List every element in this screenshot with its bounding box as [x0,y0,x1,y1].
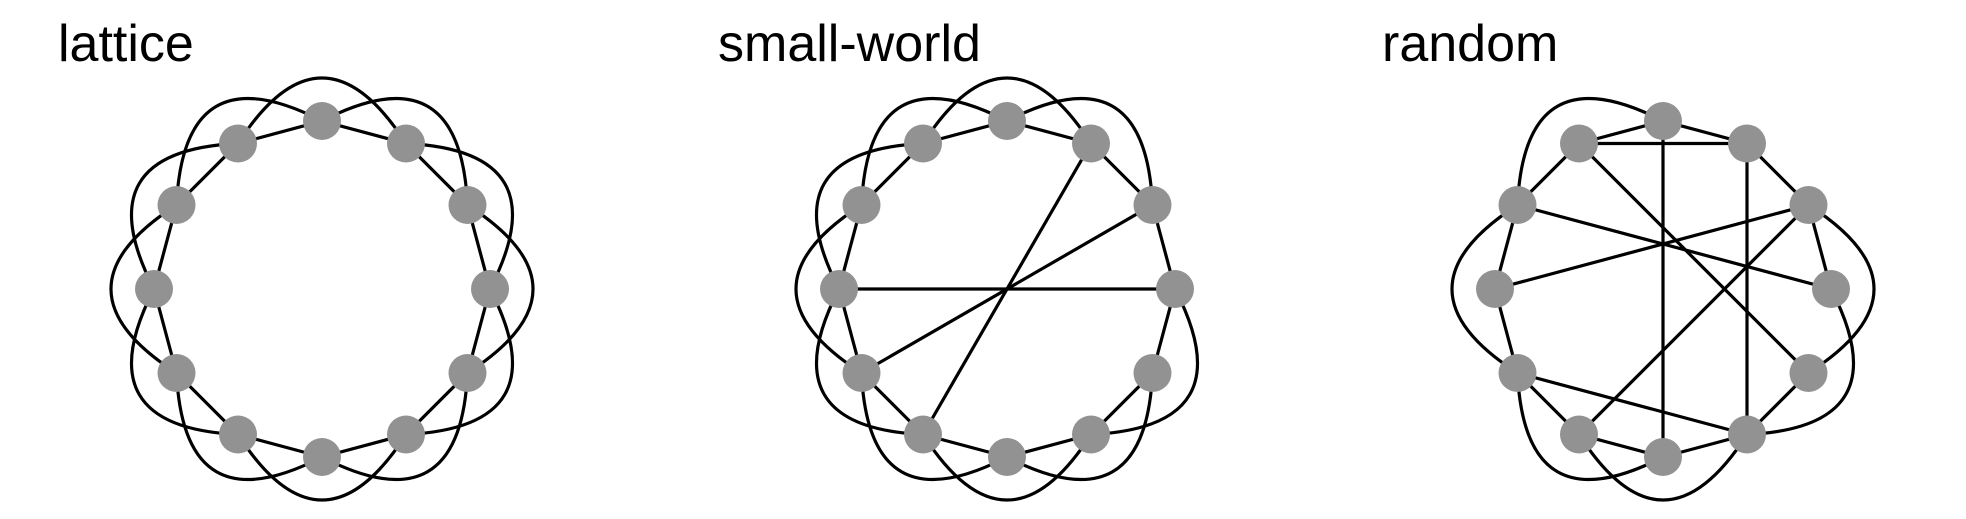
node-1 [1072,124,1110,163]
edge-1-3 [405,141,515,290]
node-10 [157,186,196,224]
edge-9-11 [129,141,239,290]
panel-title-small-world: small-world [718,15,981,73]
edge-7-9 [814,288,924,437]
node-0 [303,102,341,140]
node-2 [1133,186,1172,224]
edge-11-1 [921,76,1093,145]
edge-10-0 [859,96,1008,206]
node-1 [1728,124,1766,163]
node-2 [1789,186,1828,224]
node-1 [387,124,425,163]
node-7 [1560,415,1598,454]
edge-5-7 [921,433,1093,502]
edge-2-7 [1577,203,1810,436]
edge-4-6 [321,372,470,482]
edge-3-5 [1746,288,1856,437]
edge-6-8 [1515,372,1664,482]
node-7 [904,415,942,454]
node-8 [157,354,196,392]
edge-7-9 [129,288,239,437]
node-11 [219,124,257,163]
node-3 [1156,270,1194,308]
node-0 [1644,102,1682,140]
edge-5-7 [1577,433,1749,502]
node-5 [1072,415,1110,454]
node-4 [1789,354,1828,392]
edge-5-7 [236,433,408,502]
edge-11-4 [1577,142,1810,375]
panel-lattice: lattice [0,0,655,519]
node-2 [448,186,487,224]
edge-8-10 [1450,203,1519,375]
edge-8-10 [794,203,863,375]
node-11 [904,124,942,163]
graph-lattice [109,76,535,502]
node-10 [842,186,881,224]
node-8 [1498,354,1537,392]
node-5 [1728,415,1766,454]
edge-2-9 [1494,203,1809,291]
node-5 [387,415,425,454]
node-4 [448,354,487,392]
edge-3-5 [405,288,515,437]
edge-8-10 [109,203,178,375]
edge-11-1 [236,76,408,145]
node-3 [1812,270,1850,308]
edge-2-4 [1807,203,1876,375]
panel-title-random: random [1382,15,1559,73]
edge-9-11 [814,141,924,290]
edge-10-0 [174,96,323,206]
node-7 [219,415,257,454]
node-3 [471,270,509,308]
panel-small-world: small-world [655,0,1310,519]
node-9 [1476,270,1514,308]
node-6 [1644,438,1682,476]
edge-10-3 [1517,203,1832,291]
graph-random [1450,96,1876,502]
edge-8-5 [1517,371,1748,437]
panel-title-lattice: lattice [58,15,194,73]
edge-0-2 [1006,96,1155,206]
edge-6-8 [174,372,323,482]
edge-2-4 [466,203,535,375]
node-10 [1498,186,1537,224]
edge-3-5 [1090,288,1200,437]
node-8 [842,354,881,392]
node-9 [820,270,858,308]
node-4 [1133,354,1172,392]
edge-6-8 [859,372,1008,482]
panel-random: random [1310,0,1965,519]
node-6 [303,438,341,476]
node-11 [1560,124,1598,163]
edge-0-2 [321,96,470,206]
graph-small-world [794,76,1200,502]
node-0 [988,102,1026,140]
edge-4-6 [1006,372,1155,482]
node-9 [135,270,173,308]
node-6 [988,438,1026,476]
edge-10-0 [1515,96,1664,206]
